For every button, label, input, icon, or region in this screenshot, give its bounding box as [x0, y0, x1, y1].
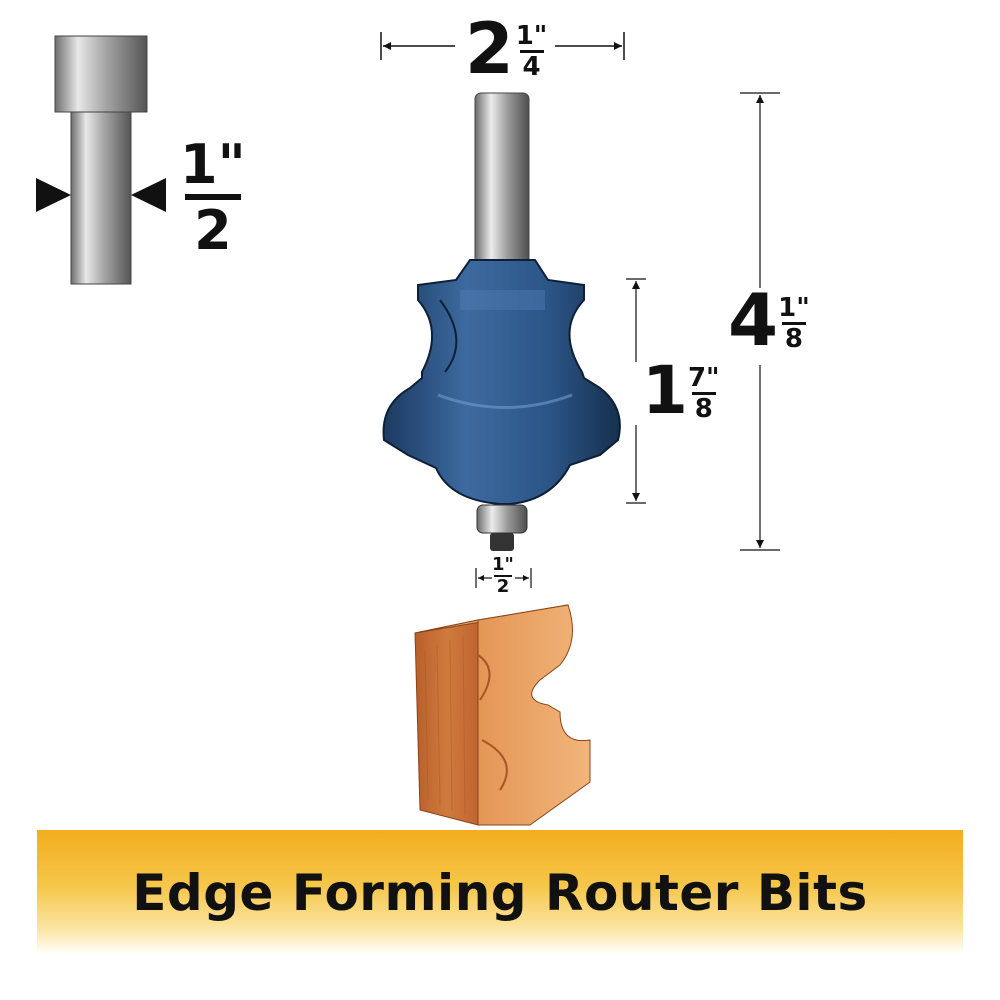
fraction-bar [519, 50, 544, 53]
bit-body [382, 259, 621, 505]
shank-size-label: 1" 2 [180, 138, 246, 258]
title-banner: Edge Forming Router Bits [37, 830, 963, 955]
fraction-bar [691, 392, 716, 395]
overall-length-dimension-line [740, 92, 780, 551]
bearing-denominator: 2 [496, 576, 510, 597]
width-whole: 2 [465, 8, 514, 90]
cut-height-numerator: 7" [687, 363, 720, 393]
wood-front-face [414, 619, 479, 826]
bearing-size-label: 1" 2 [492, 556, 514, 596]
shank-collar [54, 35, 148, 113]
fraction-bar [184, 194, 241, 200]
arrow-right-icon [36, 178, 71, 212]
bearing-dimension-line [475, 568, 532, 588]
wood-profile-sample [414, 604, 591, 826]
fraction-bar [781, 322, 806, 325]
arrow-left-icon [131, 178, 166, 212]
overall-length-denominator: 8 [784, 324, 803, 354]
router-bit-image [382, 92, 621, 551]
wood-profiled-side [477, 604, 591, 826]
fraction-bar [493, 575, 512, 577]
shank-diagram [36, 35, 166, 285]
cut-height-label: 1 7" 8 [642, 358, 720, 424]
overall-length-label: 4 1" 8 [728, 284, 810, 356]
width-numerator: 1" [515, 21, 548, 51]
shank-size-numerator: 1" [180, 133, 246, 196]
cut-height-denominator: 8 [694, 394, 713, 424]
width-denominator: 4 [522, 52, 541, 82]
overall-length-whole: 4 [728, 278, 779, 362]
width-label: 2 1" 4 [465, 14, 547, 84]
overall-length-numerator: 1" [778, 293, 810, 323]
cut-height-whole: 1 [642, 352, 688, 429]
bearing-numerator: 1" [492, 554, 514, 575]
shank-shaft [70, 111, 132, 285]
banner-title: Edge Forming Router Bits [132, 863, 868, 922]
width-dimension-line [380, 32, 625, 60]
shank-size-denominator: 2 [194, 199, 232, 262]
cut-height-dimension-line [626, 278, 646, 504]
